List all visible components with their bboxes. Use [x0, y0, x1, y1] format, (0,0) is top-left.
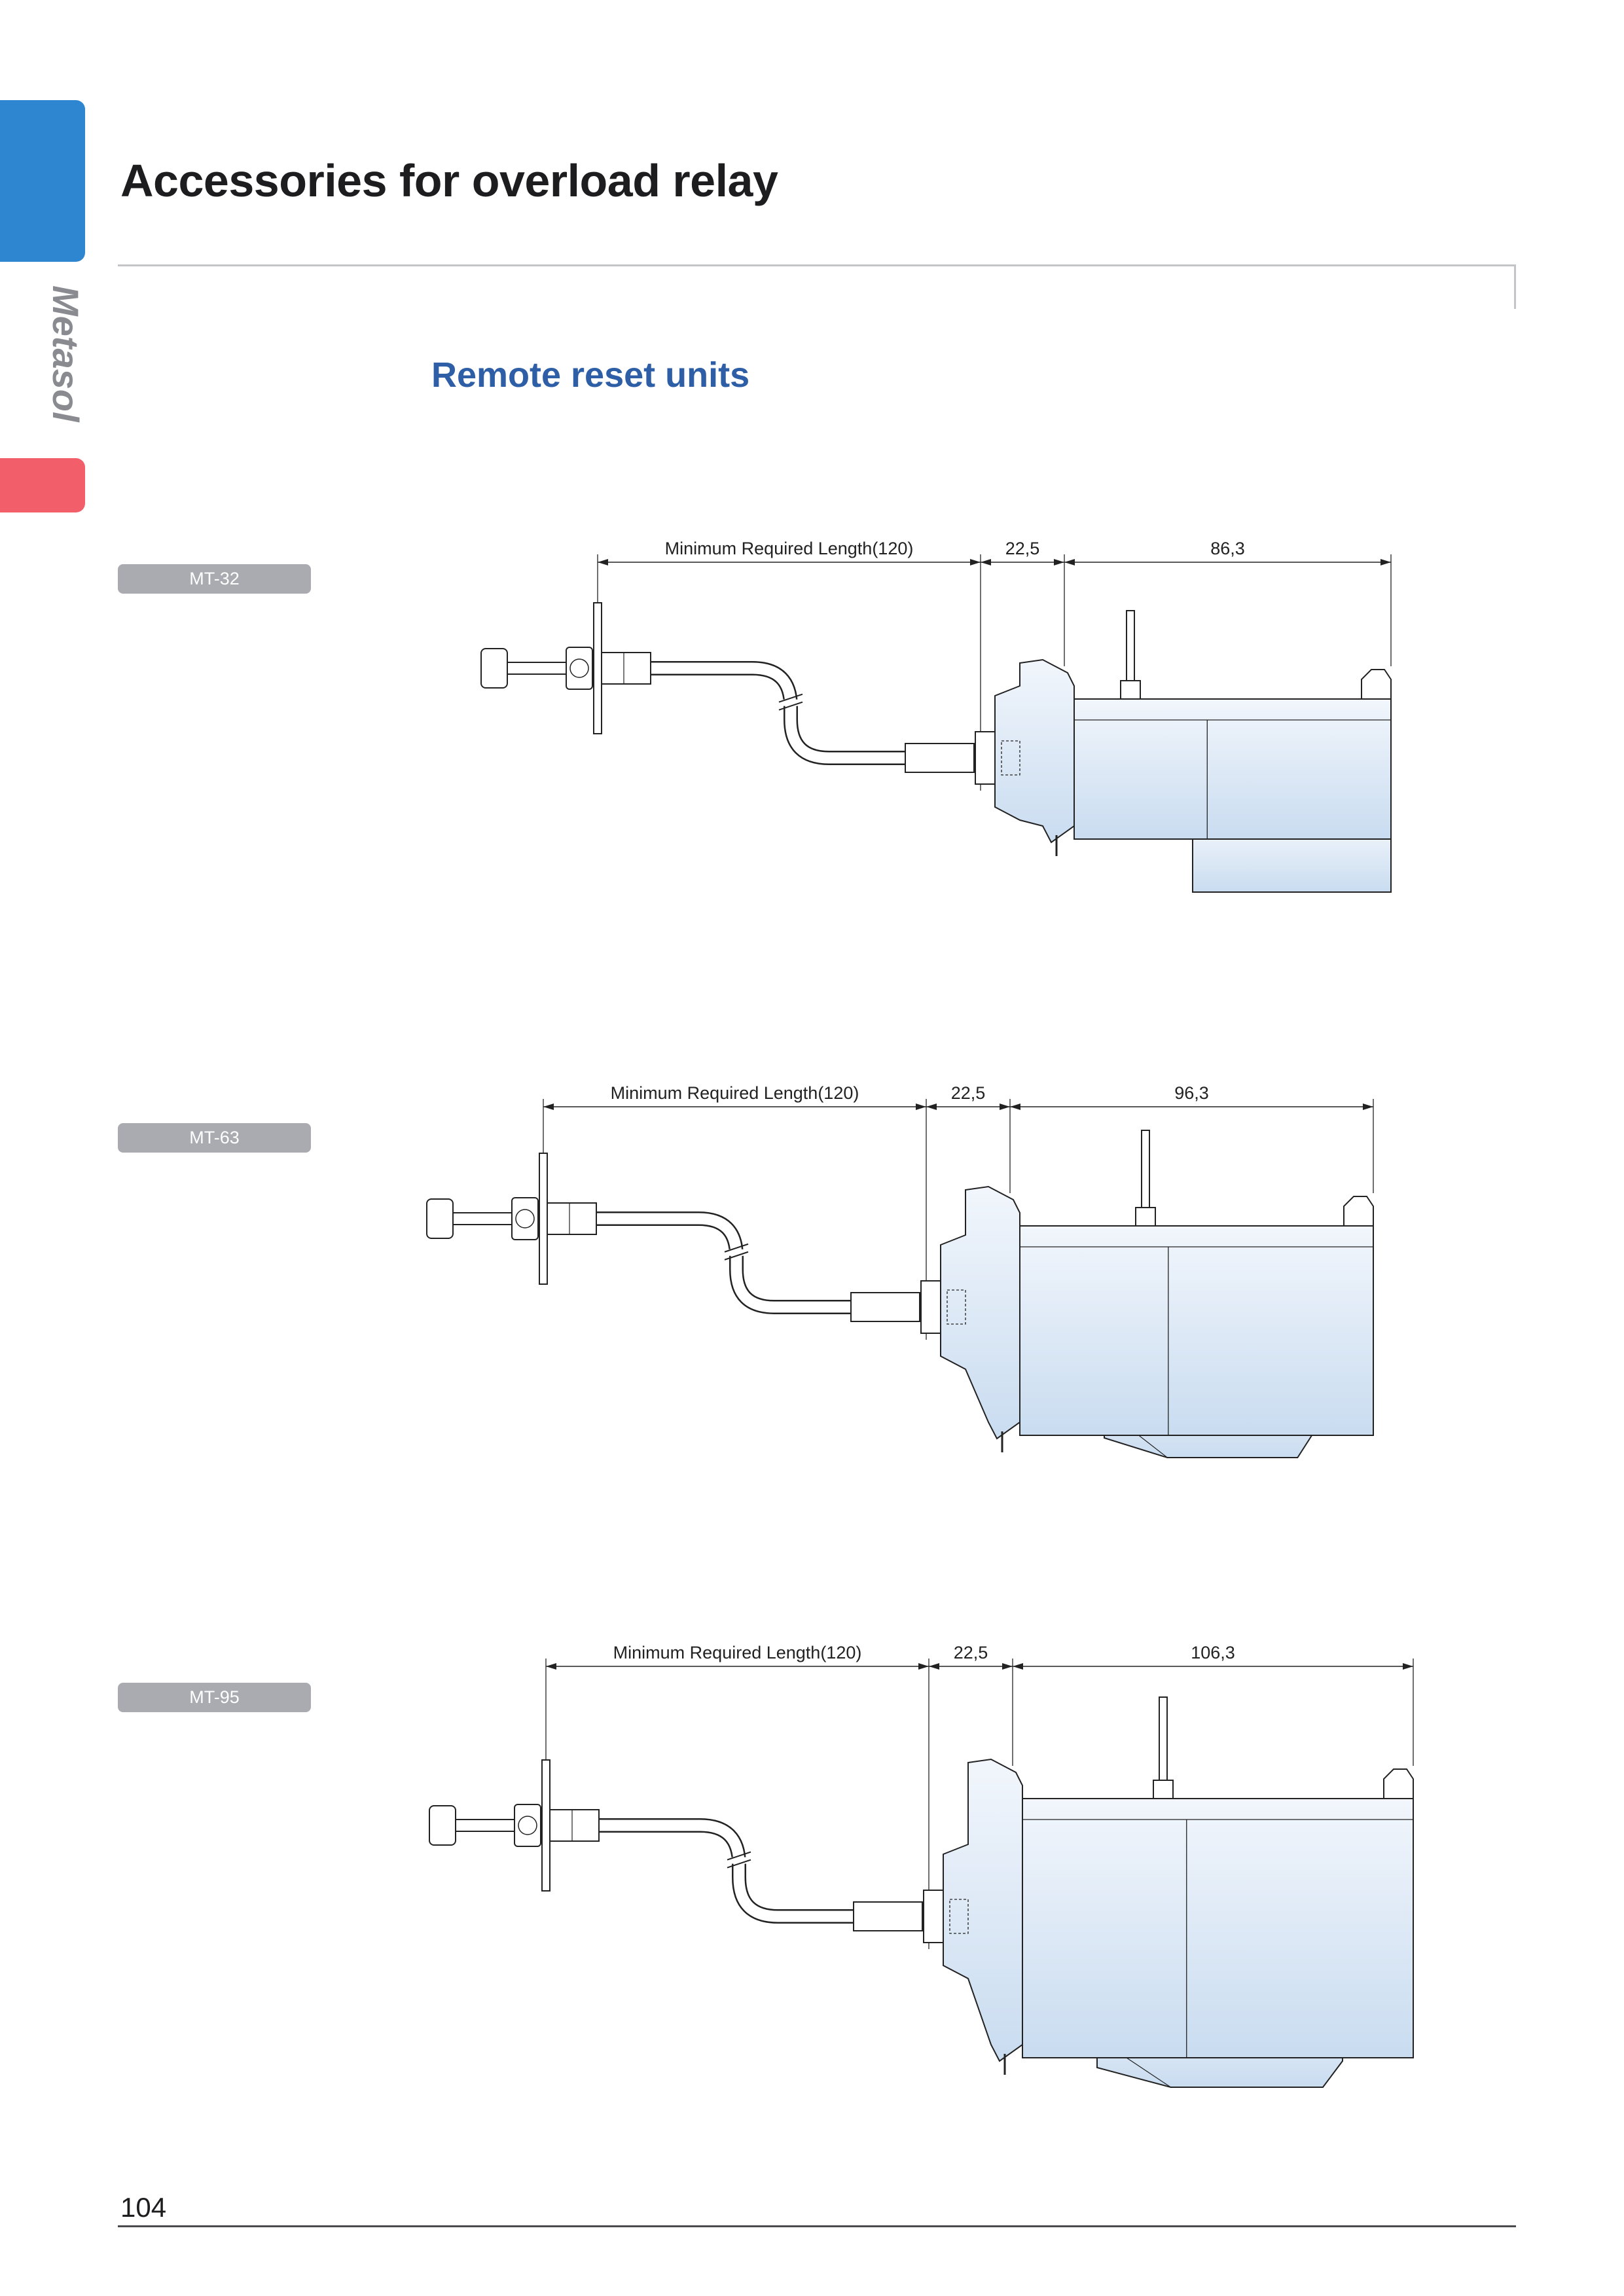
dimension-arrow [1002, 1663, 1013, 1670]
hidden-detail [949, 1899, 969, 1934]
section-tab-blue [0, 100, 85, 262]
dimension-arrow [1380, 559, 1391, 565]
cable-sleeve [601, 652, 651, 685]
dimension-arrow [918, 1663, 929, 1670]
cable-connector [850, 1292, 920, 1322]
reset-cable [599, 1820, 854, 1922]
cable-break-mark [778, 701, 803, 711]
reset-knob [480, 648, 508, 689]
dimension-arrow [929, 1663, 939, 1670]
dimension-label-b: 86,3 [1210, 539, 1245, 558]
test-pin-base [1153, 1780, 1174, 1799]
header-rule [118, 264, 1516, 266]
nut-hole [515, 1209, 535, 1229]
reset-cable [596, 1213, 851, 1313]
cable-break-mark [724, 1243, 749, 1253]
reset-shaft [507, 662, 568, 675]
hidden-detail [947, 1289, 966, 1325]
reset-knob [429, 1805, 456, 1846]
nut-hole [518, 1816, 537, 1835]
mounting-clip [1383, 1768, 1414, 1799]
cable-break-gap [780, 699, 801, 706]
housing-detail [1126, 2057, 1171, 2088]
dimension-arrow [926, 1103, 937, 1110]
dimension-arrow [598, 559, 608, 565]
hidden-detail [1001, 740, 1020, 776]
cable-sleeve [547, 1202, 597, 1235]
relay-body [1022, 1798, 1414, 2058]
cable-break-gap [729, 1857, 749, 1864]
test-pin-base [1120, 680, 1141, 700]
dimension-label-min-length: Minimum Required Length(120) [665, 539, 914, 558]
reset-cable [651, 662, 905, 764]
panel-flange [593, 602, 602, 734]
adapter-clip [923, 1890, 944, 1943]
mounting-clip [1343, 1196, 1374, 1227]
dimension-arrow [970, 559, 981, 565]
adapter-clip [975, 731, 996, 785]
page-title: Accessories for overload relay [120, 155, 778, 206]
reset-knob [426, 1198, 454, 1239]
relay-front-adapter [994, 658, 1075, 844]
relay-front-adapter [940, 1185, 1020, 1440]
nut-hole [569, 658, 589, 678]
mounting-nut [514, 1804, 541, 1847]
test-pin [1159, 1696, 1168, 1781]
footer-rule [118, 2225, 1516, 2227]
dimension-arrow [543, 1103, 554, 1110]
dimension-arrow [1363, 1103, 1373, 1110]
reset-shaft [455, 1819, 516, 1832]
cable-break-gap [726, 1249, 747, 1256]
cable-break-mark [778, 693, 803, 703]
mounting-clip [1361, 669, 1392, 700]
dimension-label-a: 22,5 [954, 1643, 988, 1662]
cable-break-mark [724, 1251, 749, 1261]
section-title: Remote reset units [431, 355, 750, 395]
dimension-arrow [916, 1103, 926, 1110]
dimension-label-min-length: Minimum Required Length(120) [613, 1643, 862, 1662]
section-tab-red [0, 458, 85, 512]
test-pin [1126, 610, 1135, 681]
panel-flange [539, 1153, 548, 1285]
header-rule-end [1514, 264, 1516, 309]
cable-break-mark [727, 1851, 751, 1861]
mounting-nut [566, 647, 593, 690]
model-badge-mt-63: MT-63 [118, 1123, 311, 1153]
reset-shaft [452, 1212, 514, 1225]
dimension-label-b: 96,3 [1174, 1083, 1209, 1103]
dimension-arrow [981, 559, 991, 565]
diagram-mt-63: Minimum Required Length(120) 22,5 96,3 [426, 1083, 1374, 1458]
adapter-clip [920, 1280, 941, 1334]
relay-body [1019, 1225, 1374, 1436]
dimension-arrow [1403, 1663, 1413, 1670]
relay-body [1074, 698, 1392, 840]
dimension-label-a: 22,5 [951, 1083, 986, 1103]
model-badge-mt-95: MT-95 [118, 1683, 311, 1712]
relay-front-adapter [943, 1758, 1023, 2062]
dimension-arrow [1054, 559, 1064, 565]
mounting-nut [511, 1197, 539, 1240]
diagram-mt-95: Minimum Required Length(120) 22,5 106,3 [429, 1643, 1414, 2088]
cable-connector [853, 1901, 923, 1931]
dimension-arrow [1010, 1103, 1020, 1110]
cable-connector [905, 743, 975, 773]
cable-sleeve [549, 1809, 600, 1842]
dimension-arrow [1064, 559, 1075, 565]
test-pin [1141, 1130, 1150, 1208]
cable-break-mark [727, 1859, 751, 1869]
dimension-arrow [1013, 1663, 1023, 1670]
dimension-label-b: 106,3 [1191, 1643, 1235, 1662]
page-number: 104 [120, 2192, 167, 2223]
diagram-mt-32: Minimum Required Length(120) 22,5 86,3 [480, 539, 1392, 893]
dimension-arrow [546, 1663, 556, 1670]
model-badge-mt-32: MT-32 [118, 564, 311, 594]
dimension-label-a: 22,5 [1005, 539, 1040, 558]
dimension-label-min-length: Minimum Required Length(120) [611, 1083, 859, 1103]
test-pin-base [1135, 1207, 1156, 1227]
dimension-arrow [1000, 1103, 1010, 1110]
panel-flange [541, 1759, 550, 1892]
